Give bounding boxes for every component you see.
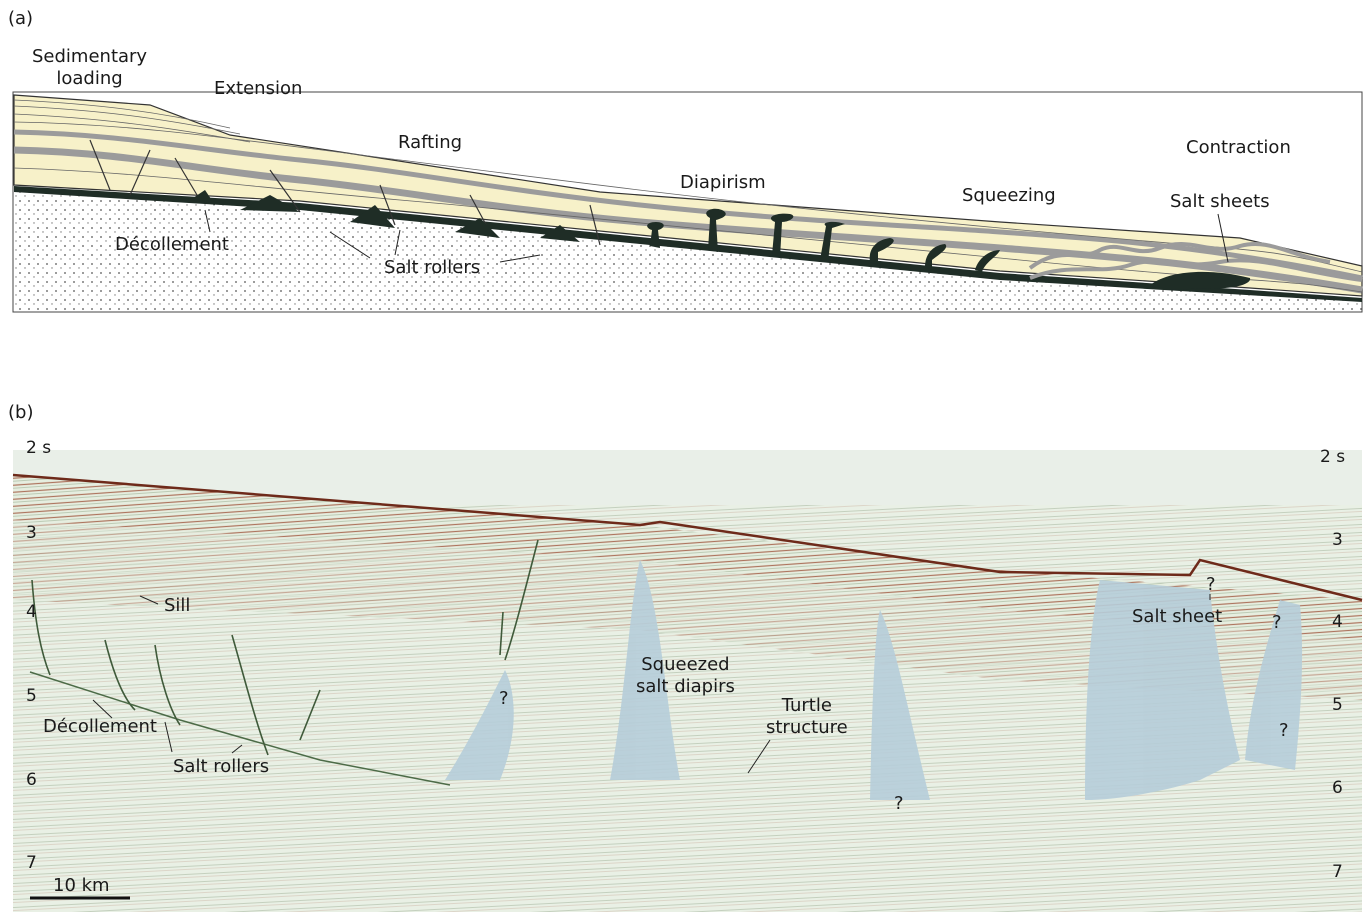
- right-tick-2s: 2 s: [1320, 447, 1345, 467]
- right-tick-3: 3: [1332, 530, 1343, 550]
- left-tick-4: 4: [26, 602, 37, 622]
- label-question-4: ?: [1272, 612, 1282, 634]
- label-salt-sheets: Salt sheets: [1170, 191, 1270, 213]
- left-tick-5: 5: [26, 686, 37, 706]
- right-tick-4: 4: [1332, 612, 1343, 632]
- left-tick-2s: 2 s: [26, 438, 51, 458]
- label-decollement-b: Décollement: [43, 716, 157, 738]
- label-salt-sheet: Salt sheet: [1132, 606, 1222, 628]
- label-question-5: ?: [1279, 720, 1289, 742]
- right-tick-5: 5: [1332, 695, 1343, 715]
- label-squeezing: Squeezing: [962, 185, 1056, 207]
- label-turtle-structure: Turtle structure: [766, 695, 848, 739]
- label-squeezed-salt-diapirs: Squeezed salt diapirs: [636, 654, 735, 698]
- left-tick-3: 3: [26, 523, 37, 543]
- label-sedimentary-loading-line: Sedimentary loading: [32, 46, 147, 90]
- label-contraction: Contraction: [1186, 137, 1291, 159]
- label-question-3: ?: [1206, 574, 1216, 596]
- label-sill: Sill: [164, 595, 190, 617]
- label-rafting: Rafting: [398, 132, 462, 154]
- label-extension: Extension: [214, 78, 302, 100]
- scale-bar-label: 10 km: [53, 875, 110, 897]
- label-sedimentary-loading: Sedimentary loading: [32, 46, 147, 90]
- panel-b-label: (b): [8, 402, 33, 423]
- label-question-2: ?: [894, 793, 904, 815]
- left-tick-6: 6: [26, 770, 37, 790]
- label-decollement-a: Décollement: [115, 234, 229, 256]
- label-question-1: ?: [499, 688, 509, 710]
- left-tick-7: 7: [26, 853, 37, 873]
- right-tick-6: 6: [1332, 778, 1343, 798]
- label-salt-rollers-a: Salt rollers: [384, 257, 480, 279]
- label-salt-rollers-b: Salt rollers: [173, 756, 269, 778]
- label-diapirism: Diapirism: [680, 172, 766, 194]
- right-tick-7: 7: [1332, 862, 1343, 882]
